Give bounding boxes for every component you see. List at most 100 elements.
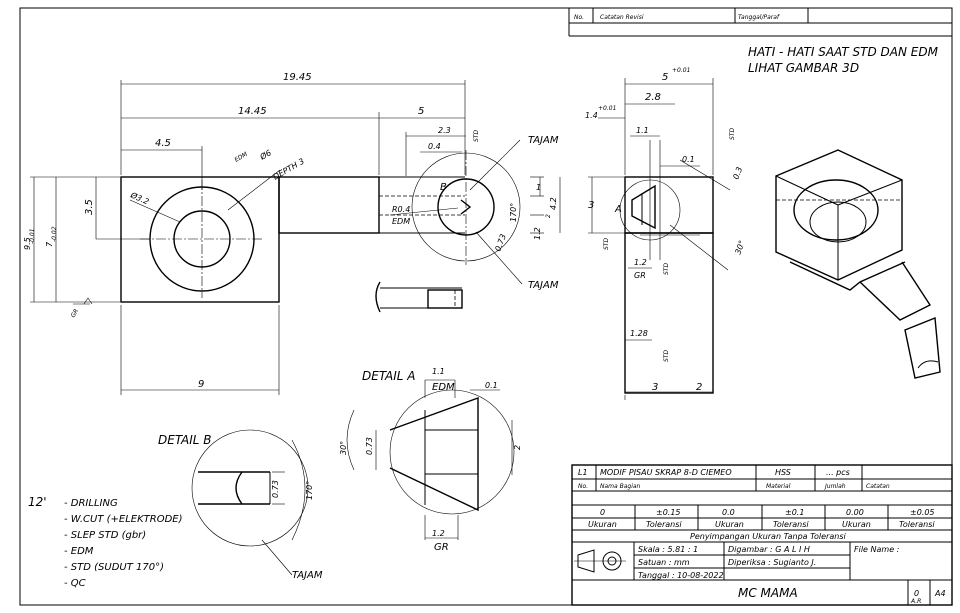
tol-value-4: ±0.1: [785, 508, 804, 517]
detail-b-dim-0-73: 0.73: [271, 480, 280, 498]
tb-scale: Skala : 5.81 : 1: [638, 545, 698, 554]
dim-3-side: 3: [588, 200, 594, 211]
dim-depth-3: DEPTH 3: [272, 157, 306, 182]
process-step-3: - SLEP STD (gbr): [64, 530, 146, 541]
svg-text:EDM: EDM: [234, 150, 250, 163]
dim-2-8: 2.8: [645, 92, 661, 103]
label-b: B: [440, 182, 447, 193]
process-notes: 12' - DRILLING - W.CUT (+ELEKTRODE) - SL…: [28, 495, 183, 589]
svg-text:+0.01: +0.01: [672, 67, 690, 74]
process-step-4: - EDM: [64, 546, 94, 557]
detail-b-dim-170: 170°: [305, 481, 314, 500]
dim-1-1-side: 1.1: [636, 126, 649, 135]
tb-part-name: MODIF PISAU SKRAP 8-D CIEMEO: [600, 468, 732, 477]
tb-h-note: Catatan: [866, 483, 890, 490]
label-edm: EDM: [392, 217, 410, 226]
detail-a-dim-2: 2: [513, 445, 522, 450]
tb-company: MC MAMA: [738, 586, 798, 600]
title-block: L1 MODIF PISAU SKRAP 8-D CIEMEO HSS ... …: [571, 464, 953, 606]
detail-a-title: DETAIL A: [362, 369, 416, 383]
projection-symbol-icon: [574, 549, 626, 573]
process-step-2: - W.CUT (+ELEKTRODE): [64, 514, 183, 525]
tb-file-name: File Name :: [854, 545, 900, 554]
dim-1-4: 1.4: [585, 111, 598, 120]
label-r04: R0.4: [392, 205, 410, 214]
tb-h-name: Nama Bagian: [600, 483, 641, 490]
drawing-frame: [19, 7, 953, 606]
warning-note-line1: HATI - HATI SAAT STD DAN EDM: [748, 45, 939, 59]
label-tajam-top: TAJAM: [528, 135, 559, 146]
dim-5: 5: [418, 106, 424, 117]
dim-9-5: 9.5: [23, 237, 32, 250]
revision-table: No. Catatan Revisi Tanggal/Paraf: [568, 8, 952, 37]
tb-h-no: No.: [578, 483, 588, 490]
dim-2: 2: [545, 214, 552, 218]
tol-header-2: Toleransi: [646, 520, 682, 529]
tb-drawn: Digambar : G A L I H: [728, 545, 810, 554]
dim-1-2: 1.2: [533, 227, 542, 240]
dim-3-bottom: 3: [652, 382, 658, 393]
process-step-5: - STD (SUDUT 170°): [64, 562, 164, 573]
dim-4-5: 4.5: [155, 138, 171, 149]
front-view: [120, 150, 521, 313]
tol-value-1: 0: [600, 508, 605, 517]
dim-1-28: 1.28: [630, 329, 648, 338]
detail-a-dim-1-1: 1.1: [432, 367, 445, 376]
rev-col-note: Catatan Revisi: [600, 14, 644, 21]
tb-h-material: Material: [766, 483, 791, 490]
dim-19-45: 19.45: [283, 72, 312, 83]
tb-sheet-no: 0: [914, 589, 919, 598]
dim-0-73: 0.73: [493, 233, 508, 253]
tol-header-4: Toleransi: [773, 520, 809, 529]
tb-item-no: L1: [578, 468, 588, 477]
tol-caption: Penyimpangan Ukuran Tanpa Toleransi: [690, 532, 846, 541]
rev-col-date: Tanggal/Paraf: [738, 14, 780, 21]
rev-col-no: No.: [574, 14, 584, 21]
dim-3-5: 3.5: [84, 199, 95, 215]
svg-text:STD: STD: [663, 263, 670, 275]
label-tajam-bottom: TAJAM: [528, 280, 559, 291]
side-view: A: [614, 140, 731, 394]
dim-phi-6: Ø6: [257, 147, 273, 162]
tol-value-3: 0.0: [722, 508, 735, 517]
dim-1: 1: [536, 183, 541, 192]
dim-30-side: 30°: [733, 239, 746, 255]
dim-2-bottom: 2: [696, 382, 702, 393]
dim-0-1-side: 0.1: [682, 155, 695, 164]
tb-size: A4: [934, 589, 946, 598]
process-time: 12': [28, 495, 47, 509]
svg-text:GR: GR: [70, 308, 80, 319]
tol-value-2: ±0.15: [656, 508, 681, 517]
svg-text:STD: STD: [663, 350, 670, 362]
detail-b: DETAIL B 0.73 170° TAJAM: [158, 429, 323, 581]
detail-a: DETAIL A 1.1 EDM 0.1 2 0.73 30° 1.2 GR: [339, 367, 522, 553]
dim-9: 9: [198, 379, 204, 390]
tb-qty: ... pcs: [826, 468, 850, 477]
detail-a-edm: EDM: [432, 382, 455, 393]
dim-4-2: 4.2: [549, 197, 558, 210]
side-dimensions: 5 +0.01 2.8 1.4 +0.01 1.1 0.1 0.3 30° 3 …: [585, 67, 747, 400]
detail-a-dim-0-73: 0.73: [365, 437, 374, 455]
dim-5-side: 5: [662, 72, 668, 83]
tb-unit: Satuan : mm: [638, 558, 690, 567]
dim-1-2-side: 1.2: [634, 258, 647, 267]
dim-14-45: 14.45: [238, 106, 267, 117]
detail-a-dim-1-2: 1.2: [432, 529, 445, 538]
tol-header-1: Ukuran: [588, 520, 617, 529]
svg-text:STD: STD: [473, 130, 480, 142]
tb-sheet-sub: A.R: [910, 598, 921, 605]
svg-text:-0.02: -0.02: [51, 226, 58, 242]
isometric-view: [775, 149, 941, 379]
svg-text:STD: STD: [603, 238, 610, 250]
dim-7: 7: [45, 241, 54, 247]
process-step-1: - DRILLING: [64, 498, 118, 509]
detail-a-gr: GR: [434, 542, 449, 553]
dim-0-4: 0.4: [428, 142, 441, 151]
tol-header-3: Ukuran: [715, 520, 744, 529]
svg-text:STD: STD: [729, 128, 736, 140]
dim-2-3: 2.3: [438, 126, 451, 135]
process-step-6: - QC: [64, 578, 86, 589]
dim-0-3: 0.3: [731, 166, 744, 181]
warning-note-line2: LIHAT GAMBAR 3D: [748, 61, 859, 75]
